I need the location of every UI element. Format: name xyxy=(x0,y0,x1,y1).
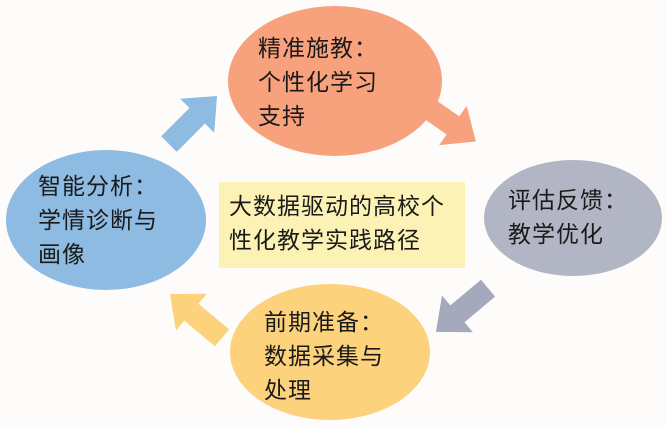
node-preliminary-preparation: 前期准备： 数据采集与 处理 xyxy=(230,284,430,420)
center-title-box: 大数据驱动的高校个 性化教学实践路径 xyxy=(219,182,465,268)
arrow-left-to-top xyxy=(161,95,218,152)
center-title: 大数据驱动的高校个 性化教学实践路径 xyxy=(229,194,445,254)
node-precision-teaching: 精准施教： 个性化学习 支持 xyxy=(228,6,442,156)
node-intelligent-analysis-label: 智能分析： 学情诊断与 画像 xyxy=(38,174,158,268)
arrow-right-to-bottom xyxy=(435,279,496,333)
node-preliminary-preparation-label: 前期准备： 数据采集与 处理 xyxy=(264,310,384,404)
node-intelligent-analysis: 智能分析： 学情诊断与 画像 xyxy=(6,150,206,290)
node-evaluation-feedback: 评估反馈： 教学优化 xyxy=(484,160,662,276)
node-evaluation-feedback-label: 评估反馈： 教学优化 xyxy=(508,188,628,248)
arrow-bottom-to-left xyxy=(169,293,230,347)
node-precision-teaching-label: 精准施教： 个性化学习 支持 xyxy=(258,36,378,130)
